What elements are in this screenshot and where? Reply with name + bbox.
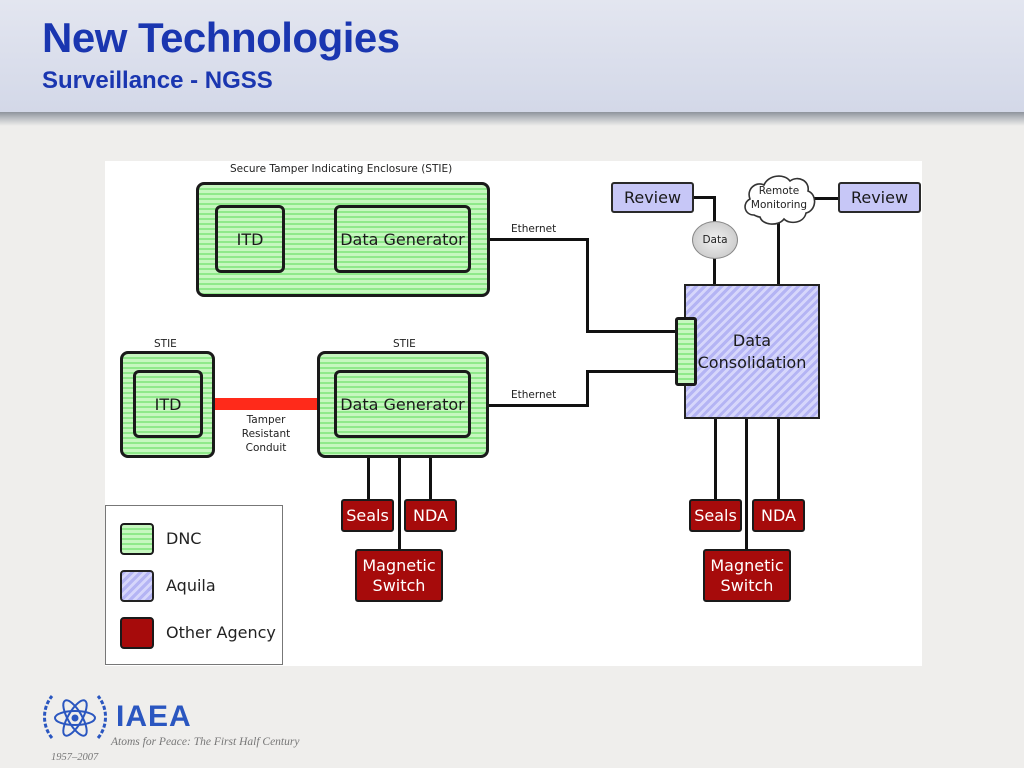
magnetic-switch-left-box: Magnetic Switch — [355, 549, 443, 602]
remote-consolidation-wire — [777, 222, 780, 286]
ethernet-bottom-label: Ethernet — [511, 389, 557, 401]
data-disc-label: Data — [702, 234, 728, 246]
tamper-label-line2: Resistant — [241, 428, 291, 440]
tamper-label-line3: Conduit — [245, 442, 287, 454]
ethernet-top-label: Ethernet — [511, 223, 557, 235]
legend-swatch-dnc — [120, 523, 154, 555]
magnetic-left-line1: Magnetic — [362, 556, 436, 576]
data-node-wire-down — [713, 258, 716, 286]
consolidation-seals-right-wire — [714, 418, 717, 500]
review-right-box: Review — [838, 182, 921, 213]
magnetic-right-line1: Magnetic — [710, 556, 784, 576]
tamper-conduit-label: Tamper Resistant Conduit — [236, 413, 296, 455]
stie-top-label: Secure Tamper Indicating Enclosure (STIE… — [230, 163, 453, 175]
consolidation-label-line1: Data — [732, 330, 772, 350]
seals-right-box: Seals — [689, 499, 742, 532]
stie-mid-label: STIE — [393, 338, 416, 350]
remote-monitoring-cloud-icon — [744, 175, 816, 225]
magnetic-left-line2: Switch — [372, 575, 426, 595]
seals-left-box: Seals — [341, 499, 394, 532]
nda-right-box: NDA — [752, 499, 805, 532]
header-shadow — [0, 112, 1024, 126]
header-band — [0, 0, 1024, 112]
remote-label-line2: Monitoring — [750, 199, 808, 211]
review-left-wire-h — [693, 196, 716, 199]
page-title: New Technologies — [42, 14, 400, 61]
legend-swatch-aquila — [120, 570, 154, 602]
magnetic-right-line2: Switch — [720, 575, 774, 595]
legend-label-aquila: Aquila — [166, 576, 216, 595]
consolidation-nda-right-wire — [777, 418, 780, 500]
remote-review-wire — [814, 197, 840, 200]
datagen-nda-left-wire — [429, 438, 432, 500]
legend-swatch-other-agency — [120, 617, 154, 649]
page-subtitle: Surveillance - NGSS — [42, 67, 273, 94]
data-generator-top-box: Data Generator — [334, 205, 471, 273]
legend: DNC Aquila Other Agency — [105, 505, 283, 665]
legend-label-other-agency: Other Agency — [166, 623, 276, 642]
iaea-atom-wreath-icon — [43, 695, 107, 739]
review-left-wire-v — [713, 196, 716, 224]
nda-left-box: NDA — [404, 499, 457, 532]
ethernet-top-wire-h2 — [586, 330, 678, 333]
tamper-label-line1: Tamper — [246, 414, 286, 426]
footer-org-name: IAEA — [116, 700, 192, 733]
remote-monitoring-label: Remote Monitoring — [744, 184, 814, 212]
itd-bottom-box: ITD — [133, 370, 203, 438]
footer-years: 1957–2007 — [51, 752, 99, 763]
review-left-box: Review — [611, 182, 694, 213]
footer-motto: Atoms for Peace: The First Half Century — [111, 736, 300, 748]
itd-top-box: ITD — [215, 205, 285, 273]
data-generator-bottom-box: Data Generator — [334, 370, 471, 438]
ethernet-top-wire-v — [586, 238, 589, 333]
datagen-seals-left-wire — [367, 438, 370, 500]
ethernet-bottom-wire-h1 — [470, 404, 588, 407]
datagen-magnetic-left-wire — [398, 438, 401, 550]
consolidation-label-line2: Consolidation — [697, 352, 807, 372]
legend-label-dnc: DNC — [166, 529, 202, 548]
ethernet-bottom-wire-v — [586, 370, 589, 407]
ethernet-top-wire-h1 — [470, 238, 588, 241]
data-disc-node: Data — [692, 221, 738, 259]
remote-label-line1: Remote — [758, 185, 800, 197]
stie-left-label: STIE — [154, 338, 177, 350]
consolidation-magnetic-right-wire — [745, 418, 748, 550]
data-consolidation-box: Data Consolidation — [684, 284, 820, 419]
tamper-resistant-conduit — [206, 398, 334, 410]
magnetic-switch-right-box: Magnetic Switch — [703, 549, 791, 602]
ethernet-bottom-wire-h2 — [586, 370, 678, 373]
consolidation-ethernet-port — [675, 317, 697, 386]
